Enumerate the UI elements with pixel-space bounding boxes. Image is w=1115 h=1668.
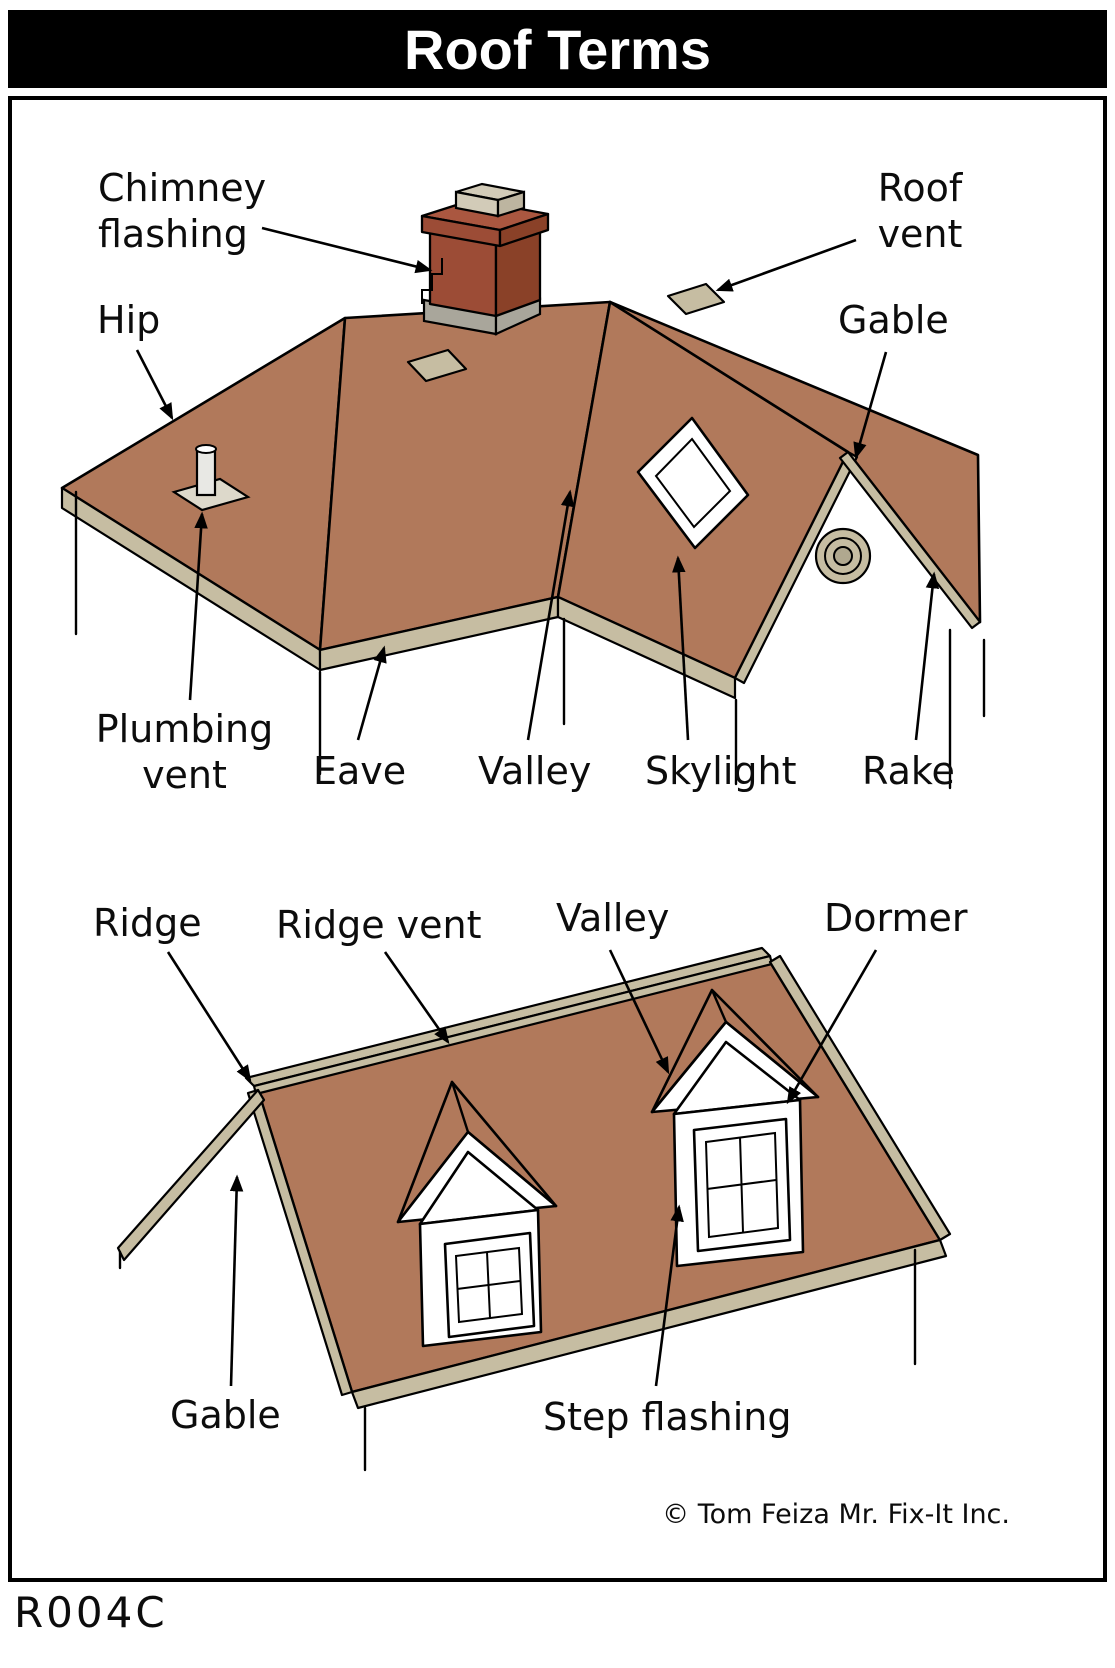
label-roof-vent: Roof vent: [877, 166, 963, 257]
label-plumbing-vent: Plumbing vent: [95, 707, 274, 798]
arrow-rake: [914, 571, 940, 741]
dormer-left: [396, 1080, 558, 1348]
plumbing-vent: [171, 444, 251, 512]
skylight: [636, 416, 750, 550]
roof-vent: [666, 282, 726, 316]
arrow-roof-vent: [715, 238, 857, 292]
label-dormer: Dormer: [824, 896, 968, 940]
label-skylight: Skylight: [645, 749, 797, 793]
title-bar: Roof Terms: [8, 10, 1107, 88]
arrow-skylight: [672, 555, 690, 741]
label-valley-bottom: Valley: [556, 896, 670, 940]
label-rake: Rake: [862, 749, 955, 793]
label-valley-top: Valley: [478, 749, 592, 793]
wall-lines: [74, 490, 986, 790]
copyright: © Tom Feiza Mr. Fix-It Inc.: [662, 1499, 1010, 1530]
chimney-step-flashing: [421, 258, 443, 304]
arrow-step-flashing: [654, 1204, 684, 1387]
arrow-valley-bottom: [608, 949, 670, 1075]
arrow-gable-bottom: [229, 1174, 244, 1387]
arrow-eave: [356, 645, 387, 741]
arrow-hip: [135, 349, 174, 421]
arrow-plumbing-vent: [188, 511, 208, 701]
top-roof: [60, 300, 986, 790]
label-step-flashing: Step flashing: [543, 1395, 792, 1439]
label-hip: Hip: [97, 298, 161, 342]
page-title: Roof Terms: [404, 17, 711, 81]
label-chimney-flashing: Chimney flashing: [98, 166, 267, 257]
arrow-gable-top: [853, 351, 888, 460]
gable-vent: [814, 527, 872, 585]
figure-code: R004C: [14, 1588, 168, 1637]
label-eave: Eave: [313, 749, 407, 793]
label-ridge: Ridge: [93, 901, 202, 945]
arrow-ridge-vent: [383, 951, 450, 1045]
arrow-valley-top: [526, 489, 575, 741]
dormer-right: [650, 988, 820, 1268]
arrow-dormer: [786, 949, 878, 1105]
arrow-ridge: [166, 951, 252, 1083]
chimney: [420, 182, 550, 336]
arrow-chimney-flashing: [261, 226, 433, 274]
roof-vent-small: [406, 348, 468, 383]
label-gable-top: Gable: [838, 298, 949, 342]
label-ridge-vent: Ridge vent: [276, 903, 482, 947]
wall-lines-bottom: [118, 1248, 917, 1472]
label-gable-bottom: Gable: [170, 1393, 281, 1437]
label-arrows: [135, 226, 940, 1387]
